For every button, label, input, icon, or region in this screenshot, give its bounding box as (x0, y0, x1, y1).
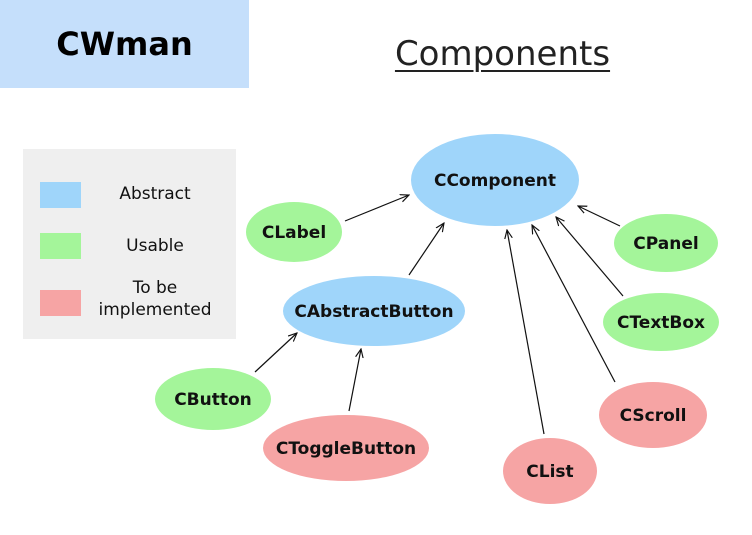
node-ctogglebutton: CToggleButton (263, 415, 429, 481)
node-label-ctextbox: CTextBox (617, 313, 705, 333)
edge-cscroll-ccomponent (532, 225, 616, 383)
legend-label-abstract: Abstract (119, 184, 191, 204)
edge-cpanel-ccomponent (578, 206, 621, 227)
node-ctextbox: CTextBox (603, 293, 719, 351)
edge-clabel-ccomponent (344, 195, 409, 222)
edge-ctextbox-ccomponent (556, 217, 624, 297)
legend: Abstract Usable To be implemented (23, 149, 236, 339)
node-label-cscroll: CScroll (620, 406, 687, 426)
node-cabstractbutton: CAbstractButton (283, 276, 465, 346)
title-box: CWman (0, 0, 249, 88)
edge-ctogglebutton-cabstractbutton (348, 349, 361, 412)
app-title: CWman (56, 25, 193, 63)
node-label-ctogglebutton: CToggleButton (276, 439, 416, 459)
legend-label-to-be-implemented: To be implemented (98, 278, 212, 320)
page-heading: Components (394, 34, 611, 74)
node-clabel: CLabel (246, 202, 342, 262)
node-clist: CList (503, 438, 597, 504)
node-label-cbutton: CButton (174, 390, 252, 410)
edge-cabstractbutton-ccomponent (408, 223, 444, 276)
node-cbutton: CButton (155, 368, 271, 430)
node-ccomponent: CComponent (411, 134, 579, 226)
edges (254, 195, 624, 435)
node-cpanel: CPanel (614, 214, 718, 272)
legend-label-usable: Usable (126, 236, 184, 256)
node-cscroll: CScroll (599, 382, 707, 448)
node-label-ccomponent: CComponent (434, 171, 556, 191)
edge-clist-ccomponent (507, 230, 545, 435)
node-label-clabel: CLabel (262, 223, 326, 243)
node-label-clist: CList (526, 462, 573, 482)
node-label-cpanel: CPanel (633, 234, 698, 254)
legend-swatch-to-be-implemented (40, 290, 81, 316)
edge-cbutton-cabstractbutton (254, 333, 297, 373)
legend-swatch-usable (40, 233, 81, 259)
legend-swatch-abstract (40, 182, 81, 208)
node-label-cabstractbutton: CAbstractButton (294, 302, 453, 322)
